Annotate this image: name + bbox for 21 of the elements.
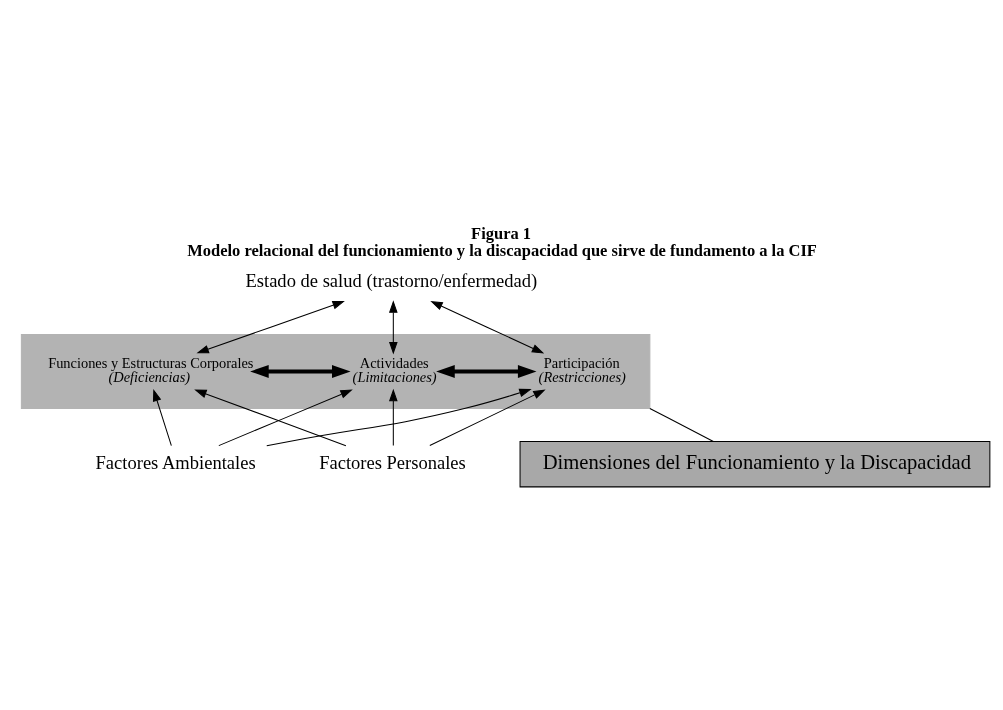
connector bbox=[649, 407, 714, 443]
node-text: Estado de salud (trastorno/enfermedad) bbox=[245, 270, 538, 292]
node-text: Actividades (Limitaciones) bbox=[352, 354, 437, 385]
arrow bbox=[389, 388, 398, 447]
arrow bbox=[152, 388, 172, 447]
arrow bbox=[194, 389, 347, 447]
node-box: Dimensiones del Funcionamiento y la Discapacidad bbox=[519, 441, 991, 488]
node-text: Participación (Restricciones) bbox=[538, 354, 626, 385]
arrow bbox=[250, 364, 351, 378]
cluster bbox=[20, 333, 651, 410]
arrow bbox=[218, 389, 353, 447]
node-text: Factores Ambientales bbox=[95, 451, 256, 473]
arrow bbox=[389, 300, 398, 355]
arrow bbox=[436, 364, 537, 378]
arrow bbox=[429, 389, 546, 447]
arrow bbox=[196, 301, 345, 354]
node-text: Factores Personales bbox=[319, 451, 466, 473]
diagram-title: Figura 1 bbox=[471, 224, 532, 244]
arrow bbox=[266, 388, 532, 447]
node-text: Funciones y Estructuras Corporales (Deficiencias) bbox=[48, 354, 254, 385]
arrow bbox=[430, 300, 545, 354]
